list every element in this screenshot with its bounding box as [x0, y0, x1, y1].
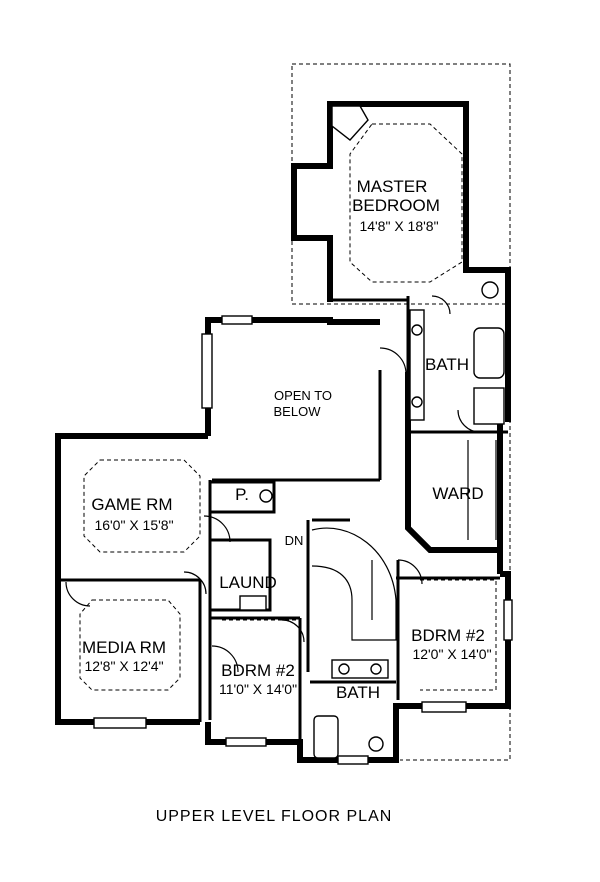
open-to-below-label: OPEN TO — [274, 388, 332, 403]
bedroom-left-dims: 11'0" X 14'0" — [219, 681, 297, 697]
walls — [55, 101, 511, 763]
media-room-label: MEDIA RM — [82, 638, 166, 657]
media-room-dims: 12'8" X 12'4" — [84, 658, 163, 674]
master-bedroom-dims: 14'8" X 18'8" — [359, 218, 438, 234]
game-room-dims: 16'0" X 15'8" — [94, 517, 173, 533]
open-to-below-label-2: BELOW — [274, 404, 322, 419]
master-bath-label: BATH — [425, 355, 469, 374]
windows — [93, 315, 513, 765]
pantry-label: P. — [235, 485, 249, 504]
master-bedroom-label: MASTER — [357, 177, 428, 196]
laundry-label: LAUND — [219, 573, 277, 592]
stair-down-label: DN — [285, 533, 304, 548]
hall-bath-label: BATH — [336, 683, 380, 702]
fixtures — [239, 105, 505, 759]
bedroom-right-label: BDRM #2 — [411, 626, 485, 645]
doors — [65, 295, 481, 673]
ward-label: WARD — [432, 484, 483, 503]
room-labels: MASTER BEDROOM 14'8" X 18'8" OPEN TO BEL… — [82, 177, 492, 702]
bedroom-right-dims: 12'0" X 14'0" — [412, 646, 491, 662]
plan-title: UPPER LEVEL FLOOR PLAN — [155, 808, 393, 825]
game-room-label: GAME RM — [91, 495, 172, 514]
master-bedroom-label-2: BEDROOM — [352, 196, 440, 215]
bedroom-left-label: BDRM #2 — [221, 661, 295, 680]
